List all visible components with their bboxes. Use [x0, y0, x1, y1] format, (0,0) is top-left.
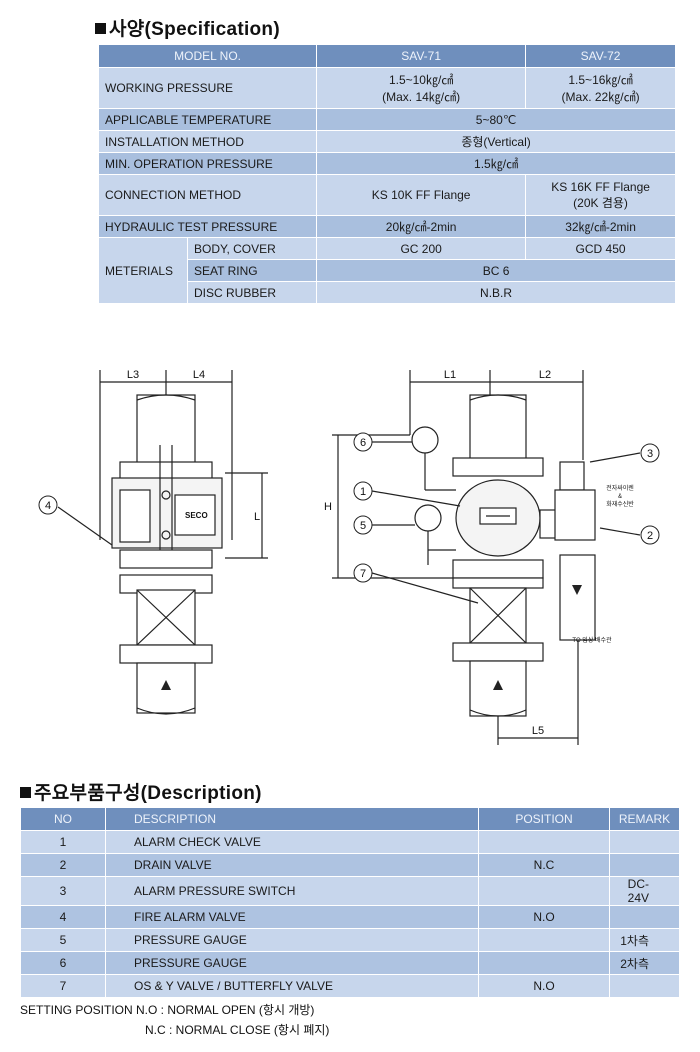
- callout-2: 2: [647, 530, 653, 542]
- setting-note-line2: N.C : NORMAL CLOSE (항시 폐지): [145, 1023, 330, 1037]
- spec-value-min-pressure: 1.5㎏/㎠: [316, 152, 676, 175]
- spec-value-connection-71: KS 10K FF Flange: [316, 174, 527, 216]
- dim-l4-label: L4: [193, 369, 205, 381]
- dim-l2-label: L2: [539, 369, 551, 381]
- spec-label-working-pressure: WORKING PRESSURE: [97, 67, 318, 109]
- spec-value-hydraulic-72: 32㎏/㎠-2min: [525, 215, 676, 238]
- spec-value-body-cover-72: GCD 450: [525, 237, 676, 260]
- spec-label-body-cover: BODY, COVER: [186, 237, 318, 260]
- switch-note-line3: 화재수신반: [606, 500, 634, 508]
- spec-label-hydraulic: HYDRAULIC TEST PRESSURE: [97, 215, 318, 238]
- spec-label-disc-rubber: DISC RUBBER: [186, 281, 318, 304]
- callout-1: 1: [360, 486, 366, 498]
- dim-l5-label: L5: [532, 725, 544, 737]
- table-row: 6 PRESSURE GAUGE 2차측: [20, 951, 680, 975]
- drain-note: TO 입상 배수관: [572, 636, 612, 644]
- spec-label-connection: CONNECTION METHOD: [97, 174, 318, 216]
- desc-header-description: DESCRIPTION: [105, 807, 479, 831]
- spec-label-min-pressure: MIN. OPERATION PRESSURE: [97, 152, 318, 175]
- setting-note-line1: SETTING POSITION N.O : NORMAL OPEN (항시 개…: [20, 1003, 315, 1017]
- spec-value-seat-ring: BC 6: [316, 259, 676, 282]
- valve-drawing: L3 L4 L1 L2 L5 H L 4 6 1 5 7 3 2 SECO 전자…: [38, 369, 660, 745]
- callout-6: 6: [360, 437, 366, 449]
- callout-4: 4: [45, 500, 51, 512]
- table-row: 1 ALARM CHECK VALVE: [20, 830, 680, 854]
- spec-label-seat-ring: SEAT RING: [186, 259, 318, 282]
- spec-value-temperature: 5~80℃: [316, 108, 676, 131]
- bullet-square-icon: [95, 23, 106, 34]
- dim-l3-label: L3: [127, 369, 139, 381]
- bullet-square-icon: [20, 787, 31, 798]
- spec-header-sav71: SAV-71: [316, 44, 527, 68]
- spec-label-installation: INSTALLATION METHOD: [97, 130, 318, 153]
- desc-header-position: POSITION: [478, 807, 610, 831]
- spec-section-title: 사양(Specification): [95, 14, 280, 41]
- dim-l-label: L: [254, 511, 260, 523]
- spec-header-sav72: SAV-72: [525, 44, 676, 68]
- table-row: 2 DRAIN VALVE N.C: [20, 853, 680, 877]
- spec-value-connection-72: KS 16K FF Flange(20K 겸용): [525, 174, 676, 216]
- description-table: NO DESCRIPTION POSITION REMARK 1 ALARM C…: [20, 807, 680, 998]
- spec-value-disc-rubber: N.B.R: [316, 281, 676, 304]
- brand-logo: SECO: [185, 511, 208, 520]
- desc-header-no: NO: [20, 807, 106, 831]
- spec-value-body-cover-71: GC 200: [316, 237, 527, 260]
- spec-value-working-pressure-72: 1.5~16㎏/㎠(Max. 22㎏/㎠): [525, 67, 676, 109]
- table-row: 7 OS & Y VALVE / BUTTERFLY VALVE N.O: [20, 974, 680, 998]
- spec-label-temperature: APPLICABLE TEMPERATURE: [97, 108, 318, 131]
- dim-h-label: H: [324, 501, 332, 513]
- callout-3: 3: [647, 448, 653, 460]
- spec-table: MODEL NO. SAV-71 SAV-72 WORKING PRESSURE…: [97, 44, 676, 304]
- switch-note-line1: 전자싸이렌: [606, 484, 634, 492]
- callout-5: 5: [360, 520, 366, 532]
- callout-7: 7: [360, 568, 366, 580]
- spec-value-installation: 종형(Vertical): [316, 130, 676, 153]
- table-row: 3 ALARM PRESSURE SWITCH DC-24V: [20, 876, 680, 906]
- spec-header-model: MODEL NO.: [97, 44, 318, 68]
- description-section-title: 주요부품구성(Description): [20, 778, 262, 805]
- spec-label-materials: METERIALS: [98, 237, 188, 304]
- spec-value-hydraulic-71: 20㎏/㎠-2min: [316, 215, 527, 238]
- dim-l1-label: L1: [444, 369, 456, 381]
- desc-header-remark: REMARK: [609, 807, 680, 831]
- spec-value-working-pressure-71: 1.5~10㎏/㎠(Max. 14㎏/㎠): [316, 67, 527, 109]
- table-row: 5 PRESSURE GAUGE 1차측: [20, 928, 680, 952]
- table-row: 4 FIRE ALARM VALVE N.O: [20, 905, 680, 929]
- switch-note-line2: &: [618, 494, 622, 500]
